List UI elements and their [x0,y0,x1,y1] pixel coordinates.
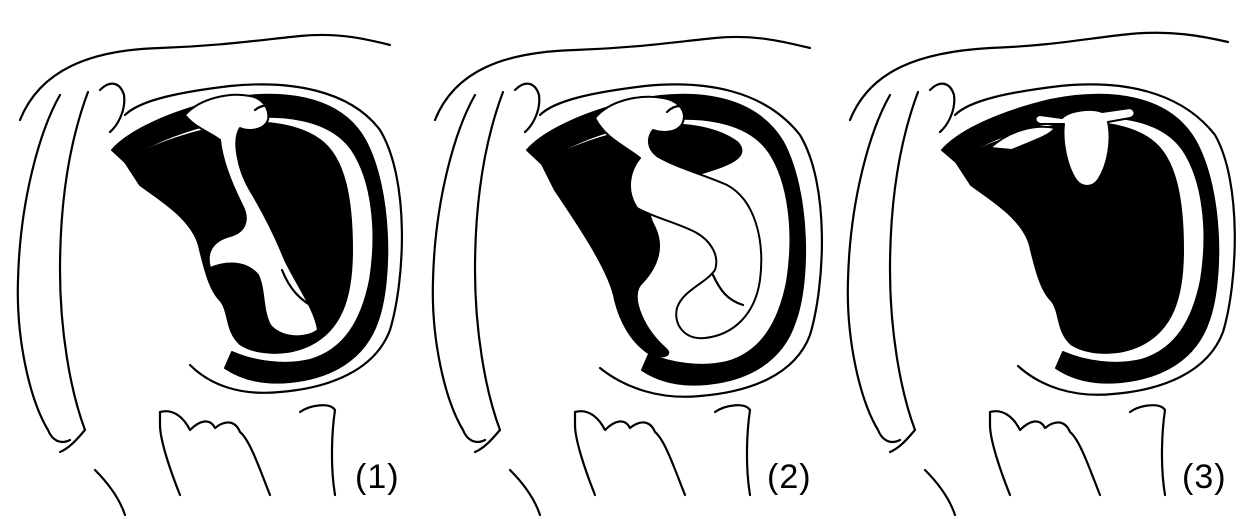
cow-pelvis-illustration-1 [0,0,415,519]
panel-label-2: (2) [767,458,812,497]
panel-3: (3) [830,0,1245,519]
cow-pelvis-illustration-3 [830,0,1245,519]
panel-2: (2) [415,0,830,519]
panel-label-3: (3) [1182,458,1227,497]
panel-1: (1) [0,0,415,519]
cow-pelvis-illustration-2 [415,0,830,519]
panel-label-1: (1) [355,458,400,497]
